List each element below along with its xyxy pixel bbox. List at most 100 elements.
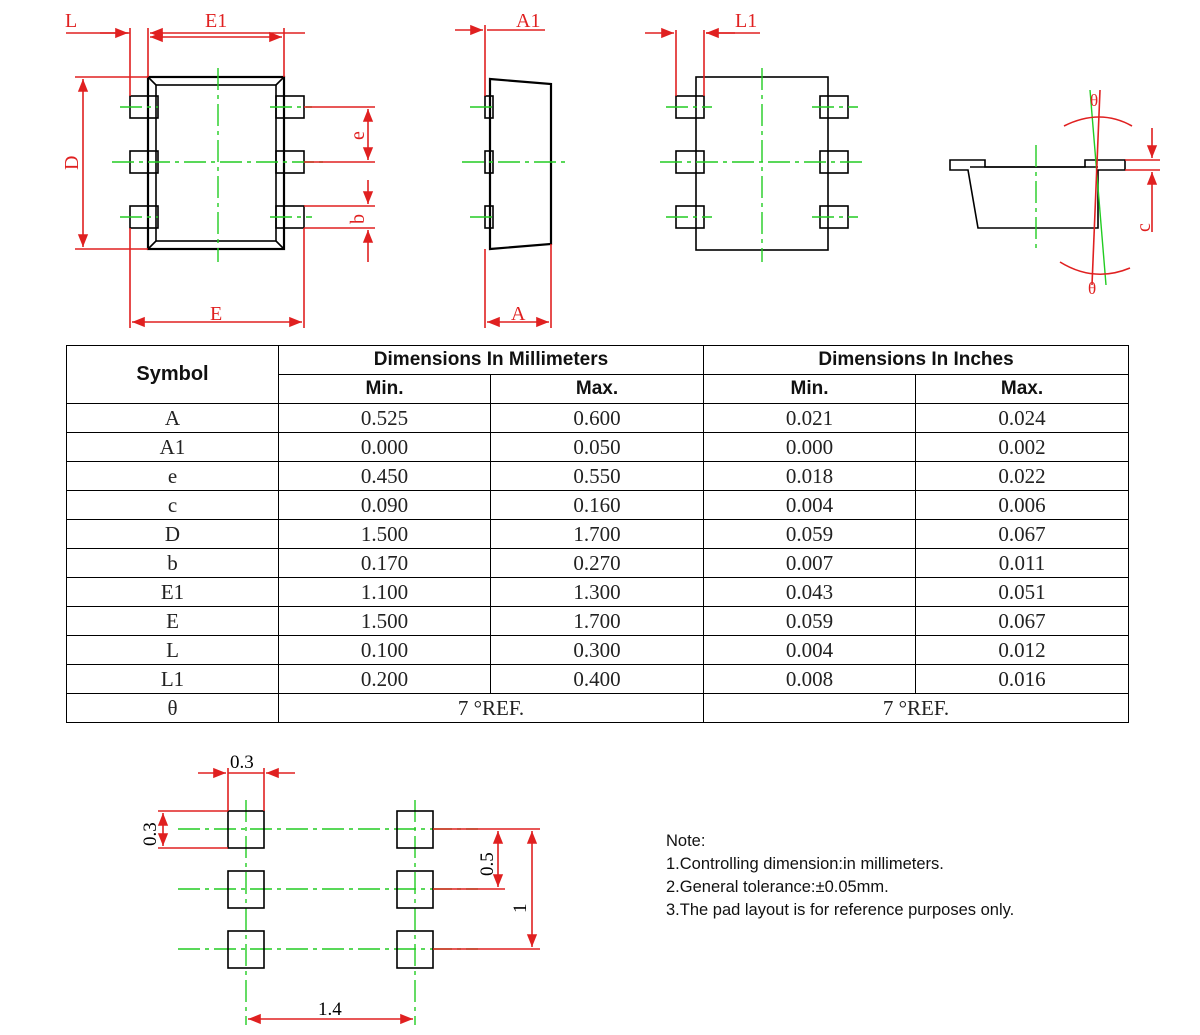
mm-min-cell: 0.090 [278, 490, 491, 520]
in-min-cell: 0.004 [703, 490, 916, 520]
label-c: c [1133, 223, 1155, 232]
pad-1 [227, 810, 265, 849]
label-theta-bottom: θ [1088, 279, 1096, 298]
symbol-cell: E1 [66, 577, 279, 607]
label-E: E [210, 303, 222, 325]
side-view-body [488, 77, 553, 251]
mm-ref-cell: 7 °REF. [278, 693, 704, 723]
detail-view: θ θ c [949, 89, 1160, 298]
in-header: Dimensions In Inches [702, 345, 1130, 375]
table-row: E1 1.100 1.300 0.043 0.051 [66, 577, 1130, 607]
symbol-cell: E [66, 606, 279, 636]
pad-height-label: 0.3 [140, 822, 161, 846]
table-row: L 0.100 0.300 0.004 0.012 [66, 635, 1130, 665]
mm-min-cell: 1.100 [278, 577, 491, 607]
in-max-cell: 0.024 [914, 403, 1130, 433]
mm-min-cell: 0.100 [278, 635, 491, 665]
in-max-cell: 0.051 [914, 577, 1130, 607]
top-view: L E1 D e b E [61, 10, 375, 328]
in-max-cell: 0.002 [914, 432, 1130, 462]
in-min-cell: 0.000 [703, 432, 916, 462]
symbol-cell: b [66, 548, 279, 578]
in-min-cell: 0.059 [703, 606, 916, 636]
in-ref-cell: 7 °REF. [702, 693, 1130, 723]
table-row-theta: θ 7 °REF. 7 °REF. [66, 693, 1130, 723]
pad-layout: 0.3 0.3 0.5 1 1.4 [140, 752, 540, 1025]
mm-header: Dimensions In Millimeters [278, 345, 704, 375]
table-row: L1 0.200 0.400 0.008 0.016 [66, 664, 1130, 694]
table-row: A 0.525 0.600 0.021 0.024 [66, 403, 1130, 433]
mm-min-cell: 0.450 [278, 461, 491, 491]
pad-pitch-label: 0.5 [477, 852, 498, 876]
in-min-cell: 0.007 [703, 548, 916, 578]
note-line-1: 1.Controlling dimension:in millimeters. [666, 855, 944, 873]
mm-max-cell: 1.300 [490, 577, 704, 607]
in-min-cell: 0.059 [703, 519, 916, 549]
pad-width-label: 0.3 [230, 752, 254, 773]
in-max-cell: 0.006 [914, 490, 1130, 520]
mm-max-cell: 1.700 [490, 606, 704, 636]
top-view-body [146, 75, 286, 251]
symbol-cell: e [66, 461, 279, 491]
symbol-cell: θ [66, 693, 279, 723]
pad-2 [227, 870, 265, 909]
label-A1: A1 [516, 10, 540, 32]
in-max-cell: 0.016 [914, 664, 1130, 694]
symbol-cell: c [66, 490, 279, 520]
table-row: E 1.500 1.700 0.059 0.067 [66, 606, 1130, 636]
mm-min-header: Min. [278, 374, 491, 404]
mm-min-cell: 1.500 [278, 519, 491, 549]
mm-max-cell: 0.050 [490, 432, 704, 462]
notes-block: Note: 1.Controlling dimension:in millime… [666, 830, 1014, 922]
mm-min-cell: 0.200 [278, 664, 491, 694]
mm-max-header: Max. [490, 374, 704, 404]
label-A: A [511, 303, 526, 325]
in-max-cell: 0.022 [914, 461, 1130, 491]
note-line-2: 2.General tolerance:±0.05mm. [666, 878, 889, 896]
mm-max-cell: 0.600 [490, 403, 704, 433]
symbol-cell: L1 [66, 664, 279, 694]
label-b: b [347, 214, 369, 224]
mm-max-cell: 0.160 [490, 490, 704, 520]
label-e: e [347, 131, 369, 140]
symbol-cell: A [66, 403, 279, 433]
in-min-cell: 0.043 [703, 577, 916, 607]
mm-max-cell: 1.700 [490, 519, 704, 549]
symbol-cell: L [66, 635, 279, 665]
table-row: D 1.500 1.700 0.059 0.067 [66, 519, 1130, 549]
in-max-header: Max. [914, 374, 1130, 404]
side-view: A1 A [455, 10, 568, 328]
dimension-table: Symbol Dimensions In Millimeters Dimensi… [66, 345, 1130, 723]
in-max-cell: 0.067 [914, 519, 1130, 549]
bottom-view: L1 [645, 10, 866, 262]
pad-spacing-label: 1.4 [318, 999, 342, 1020]
label-D: D [61, 156, 83, 170]
symbol-cell: A1 [66, 432, 279, 462]
in-min-cell: 0.008 [703, 664, 916, 694]
symbol-cell: D [66, 519, 279, 549]
in-max-cell: 0.011 [914, 548, 1130, 578]
label-theta-top: θ [1090, 91, 1098, 110]
table-row: e 0.450 0.550 0.018 0.022 [66, 461, 1130, 491]
mm-min-cell: 0.000 [278, 432, 491, 462]
symbol-header: Symbol [66, 345, 279, 404]
mm-max-cell: 0.300 [490, 635, 704, 665]
note-title: Note: [666, 832, 706, 850]
in-min-cell: 0.018 [703, 461, 916, 491]
note-line-3: 3.The pad layout is for reference purpos… [666, 901, 1015, 919]
label-L: L [65, 10, 77, 32]
table-row: b 0.170 0.270 0.007 0.011 [66, 548, 1130, 578]
in-min-header: Min. [703, 374, 916, 404]
pad-span-label: 1 [510, 904, 531, 914]
label-E1: E1 [205, 10, 227, 32]
in-min-cell: 0.021 [703, 403, 916, 433]
table-row: c 0.090 0.160 0.004 0.006 [66, 490, 1130, 520]
in-max-cell: 0.067 [914, 606, 1130, 636]
label-L1: L1 [735, 10, 757, 32]
table-row: A1 0.000 0.050 0.000 0.002 [66, 432, 1130, 462]
mm-max-cell: 0.550 [490, 461, 704, 491]
in-min-cell: 0.004 [703, 635, 916, 665]
in-max-cell: 0.012 [914, 635, 1130, 665]
mm-max-cell: 0.270 [490, 548, 704, 578]
